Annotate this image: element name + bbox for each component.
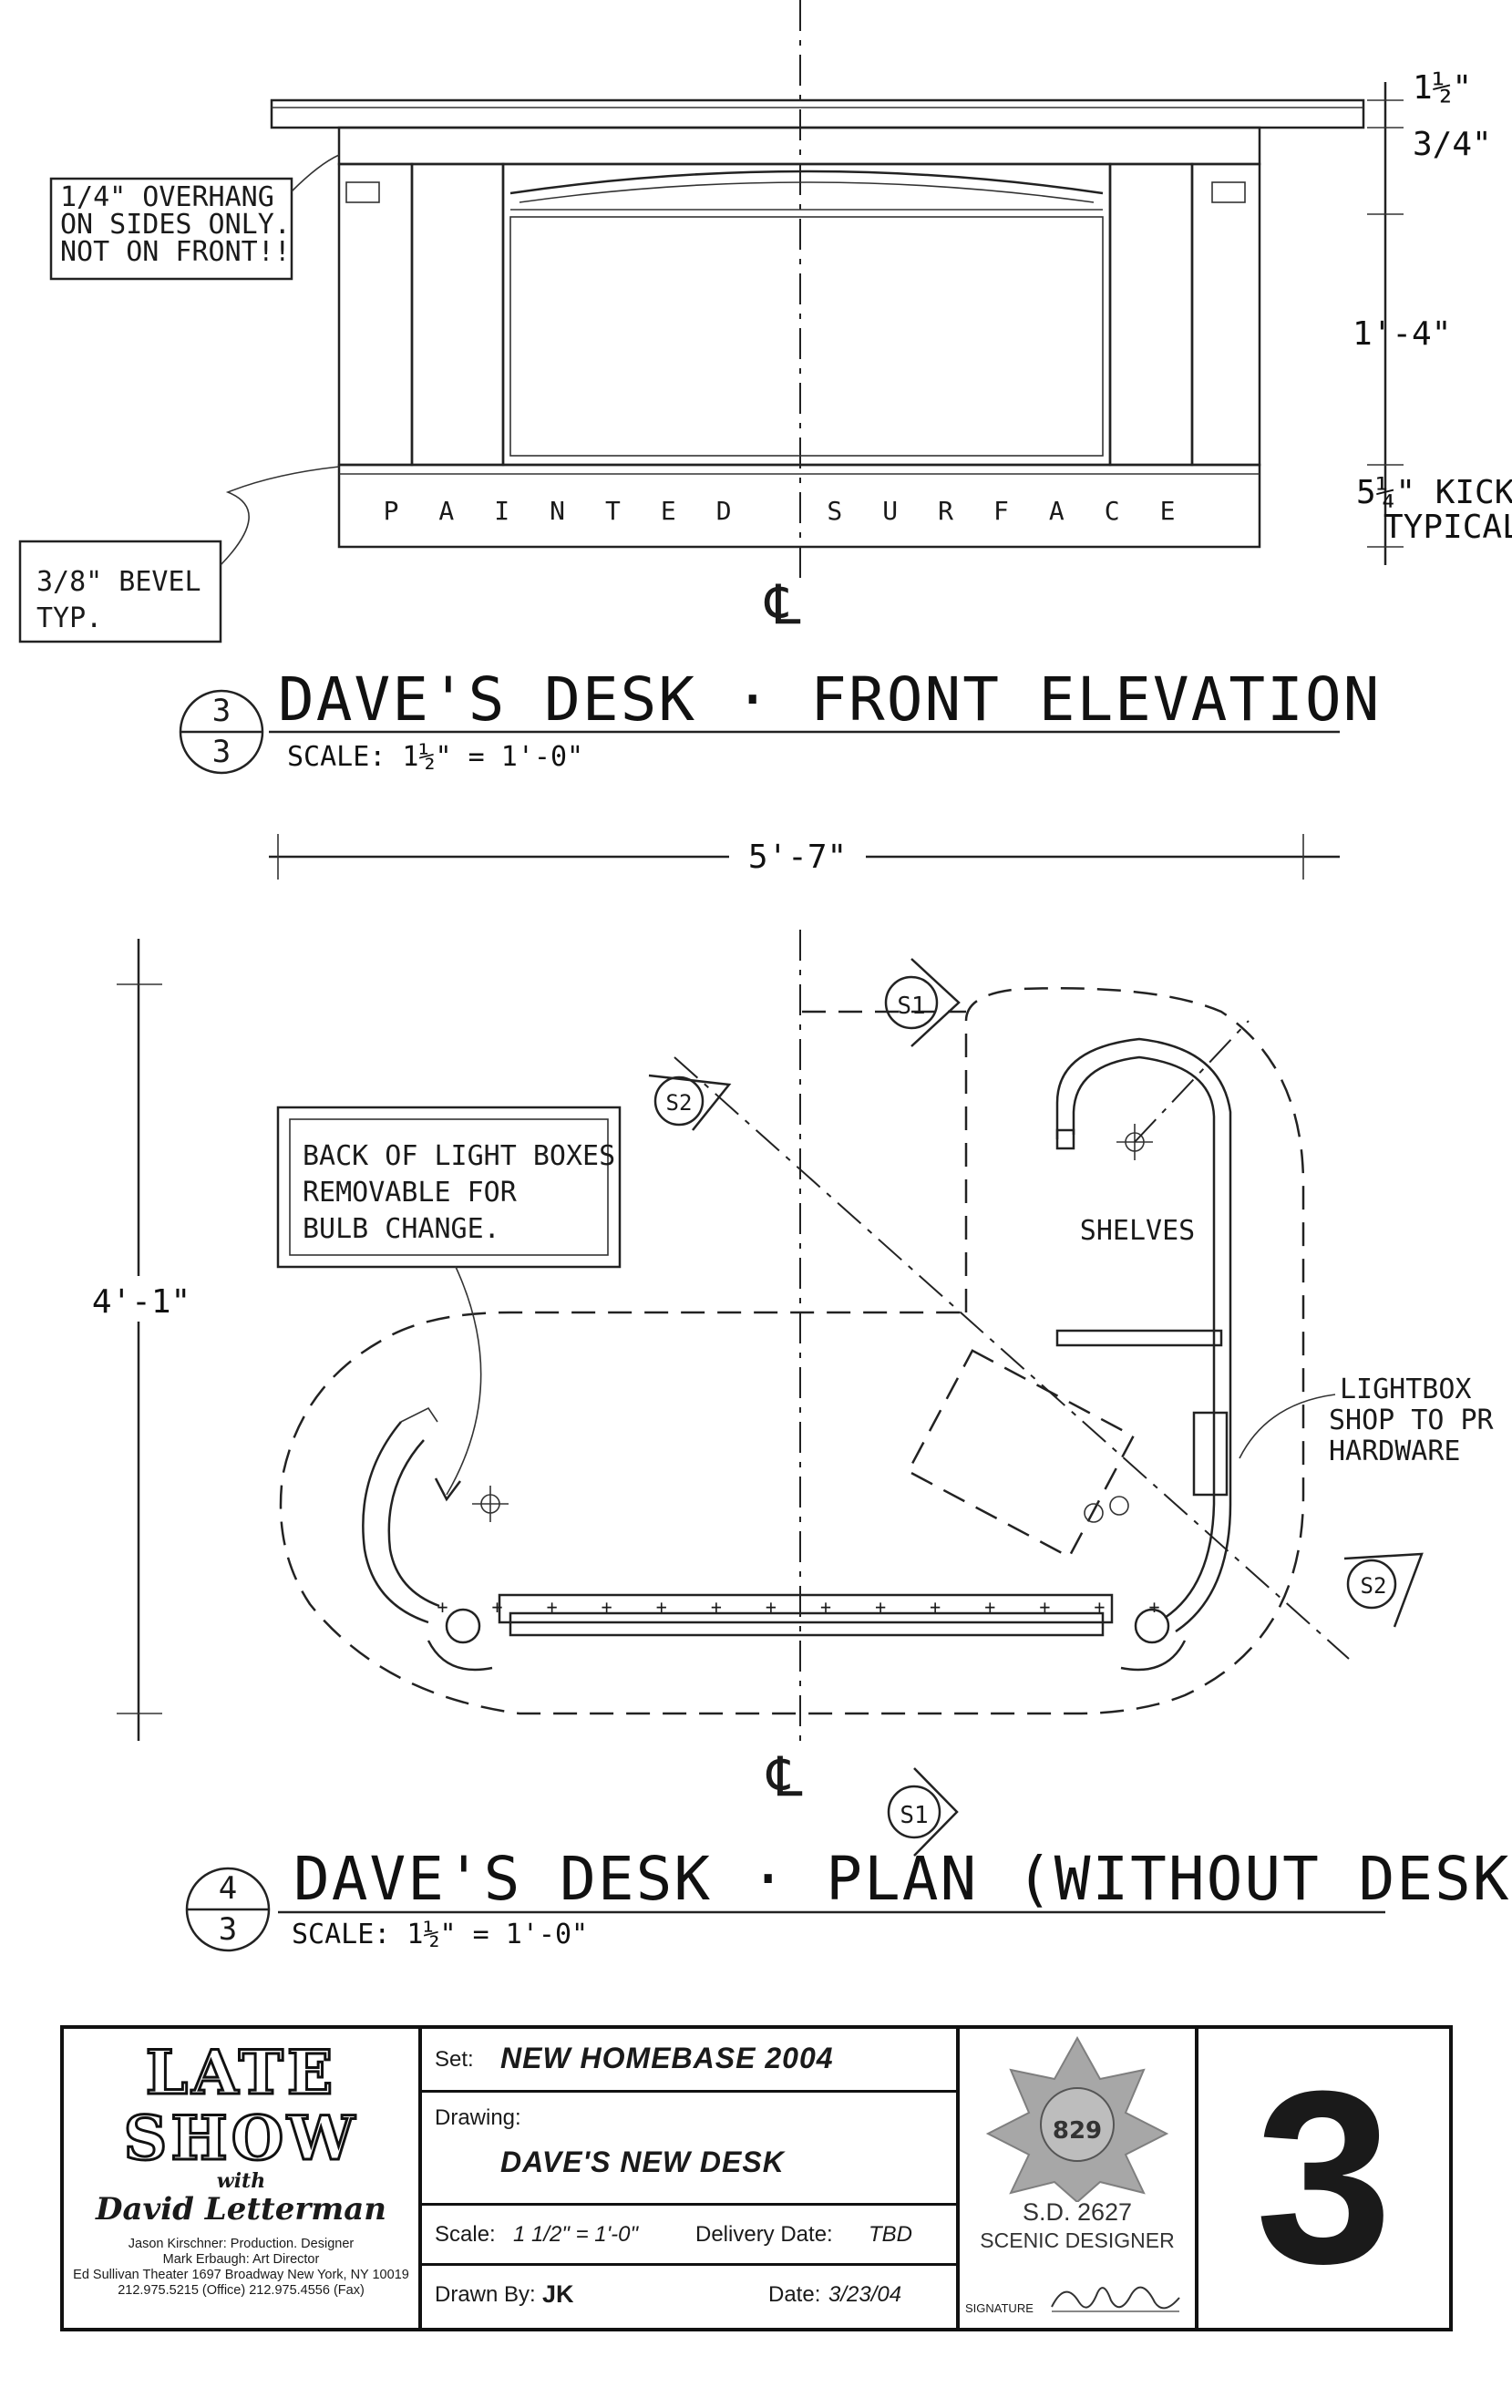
credits: Jason Kirschner: Production. Designer Ma…: [64, 2237, 418, 2299]
scale-label: Scale:: [435, 2222, 496, 2247]
sheet-number: 3: [1255, 2041, 1393, 2315]
sheet-number-panel: 3: [1198, 2029, 1449, 2328]
delivery-label: Delivery Date:: [695, 2222, 833, 2247]
dim-top-thickness: 1½": [1413, 69, 1472, 107]
section-marker-s1-bottom: S1: [887, 1767, 959, 1857]
show-logo-panel: LATE SHOW with David Letterman Jason Kir…: [64, 2029, 422, 2328]
overhang-note-line1: 1/4" OVERHANG: [60, 181, 274, 213]
shop-note-line3: HARDWARE: [1329, 1436, 1461, 1467]
drawing-info-panel: Set: NEW HOMEBASE 2004 Drawing: DAVE'S N…: [422, 2029, 960, 2328]
bevel-note-line1: 3/8" BEVEL: [36, 566, 201, 598]
logo-show: SHOW: [122, 2103, 359, 2174]
union-seal-icon: 829: [985, 2035, 1169, 2204]
date-value: 3/23/04: [828, 2282, 902, 2307]
delivery-value: TBD: [869, 2222, 912, 2247]
credit-designer: Jason Kirschner: Production. Designer: [128, 2237, 355, 2251]
dim-panel-height: 1'-4": [1353, 315, 1451, 353]
section-marker-s2-right: S2: [1343, 1552, 1424, 1628]
lightbox-marks: + + + + + + + + + + + + + +: [437, 1596, 1176, 1618]
set-label: Set:: [435, 2047, 474, 2072]
designer-seal-panel: 829 S.D. 2627 SCENIC DESIGNER SIGNATURE: [960, 2029, 1198, 2328]
seal-union-number: 829: [1053, 2117, 1102, 2145]
scale-value: 1 1/2" = 1'-0": [513, 2222, 639, 2247]
section-marker-s1-top: S1: [884, 958, 961, 1047]
seal-role: SCENIC DESIGNER: [980, 2228, 1175, 2252]
overhang-note-line3: NOT ON FRONT!!: [60, 236, 291, 268]
drawing-value: DAVE'S NEW DESK: [500, 2146, 785, 2178]
dim-kick-line2: TYPICAL: [1383, 509, 1512, 546]
centerline-symbol: ℄: [764, 573, 801, 637]
date-label: Date:: [768, 2282, 821, 2307]
desk-plan: 4'-1" SHELVES + + + + + + + + + + + + + …: [87, 930, 1512, 1952]
lightbox-note-line1: BACK OF LIGHT BOXES: [303, 1140, 615, 1172]
lightbox-note-line3: BULB CHANGE.: [303, 1213, 500, 1245]
plan-detail-number: 4: [219, 1870, 237, 1907]
signature-label: SIGNATURE: [965, 2301, 1034, 2315]
section-marker-s2-top: S2: [648, 1074, 732, 1131]
dim-kick-line1: 5¼" KICK.: [1356, 474, 1512, 511]
drawn-label: Drawn By:: [435, 2282, 536, 2307]
centerline-symbol: ℄: [766, 1745, 803, 1809]
logo-with: with: [216, 2169, 266, 2193]
dim-overall-width: 5'-7": [748, 839, 847, 876]
svg-text:S2: S2: [1361, 1573, 1387, 1599]
drawn-value: JK: [542, 2280, 574, 2308]
signature-scribble: [1051, 2286, 1180, 2312]
logo-late: LATE: [144, 2037, 337, 2108]
credit-phone: 212.975.5215 (Office) 212.975.4556 (Fax): [118, 2283, 365, 2298]
painted-surface-label: PAINTED SURFACE: [384, 496, 1216, 526]
svg-text:S1: S1: [897, 993, 925, 1020]
credit-address: Ed Sullivan Theater 1697 Broadway New Yo…: [73, 2268, 409, 2282]
svg-text:S2: S2: [666, 1090, 693, 1116]
svg-text:S1: S1: [900, 1802, 928, 1829]
set-value: NEW HOMEBASE 2004: [500, 2042, 834, 2074]
elevation-title: DAVE'S DESK · FRONT ELEVATION: [278, 664, 1381, 735]
center-mark: [472, 1486, 509, 1522]
elevation-scale: SCALE: 1½" = 1'-0": [287, 741, 583, 773]
elevation-detail-number: 3: [212, 693, 231, 729]
dim-plan-depth: 4'-1": [92, 1283, 190, 1321]
set-row: Set: NEW HOMEBASE 2004: [422, 2029, 956, 2093]
title-block: LATE SHOW with David Letterman Jason Kir…: [60, 2025, 1453, 2331]
shop-note-line1: LIGHTBOX: [1340, 1374, 1472, 1405]
plan-scale: SCALE: 1½" = 1'-0": [292, 1919, 588, 1950]
drawing-label: Drawing:: [435, 2105, 521, 2130]
credit-art-director: Mark Erbaugh: Art Director: [162, 2252, 320, 2267]
lightbox-note-line2: REMOVABLE FOR: [303, 1177, 518, 1209]
scale-row: Scale: 1 1/2" = 1'-0" Delivery Date: TBD: [422, 2206, 956, 2266]
seal-number: S.D. 2627: [1022, 2198, 1133, 2226]
shop-note-line2: SHOP TO PR: [1329, 1405, 1495, 1436]
dim-edge: 3/4": [1413, 126, 1492, 163]
shelves-label: SHELVES: [1080, 1215, 1195, 1247]
elevation-sheet-ref: 3: [212, 734, 231, 770]
drawn-row: Drawn By: JK Date: 3/23/04: [422, 2266, 956, 2328]
plan-sheet-ref: 3: [219, 1911, 237, 1948]
overhang-note-line2: ON SIDES ONLY.: [60, 209, 291, 241]
drawing-row: Drawing: DAVE'S NEW DESK: [422, 2093, 956, 2206]
bevel-note-line2: TYP.: [36, 602, 102, 634]
front-elevation: PAINTED SURFACE 1/4" OVERHANG ON SIDES O…: [18, 0, 1512, 880]
logo-host: David Letterman: [95, 2191, 386, 2228]
plan-title: DAVE'S DESK · PLAN (WITHOUT DESKTOP): [293, 1844, 1512, 1914]
